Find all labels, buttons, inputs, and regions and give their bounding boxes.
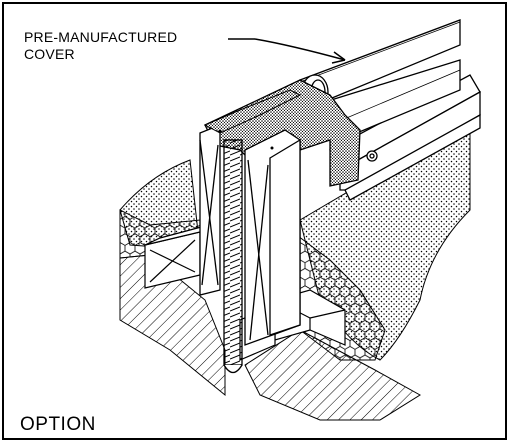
ground-hatch-bottom [244,329,421,421]
callout-line-2: COVER [24,46,75,62]
coping-rail [329,74,481,201]
callout-line-1: PRE-MANUFACTURED [24,29,178,45]
drawing-frame [2,2,507,440]
callout-arrow [228,38,346,64]
option-label: OPTION [20,414,96,435]
coiled-conduit [223,139,243,374]
callout-label: PRE-MANUFACTURED COVER [24,29,177,63]
footing-blocks [144,224,346,361]
wall-right [244,129,301,346]
wall-top [203,89,302,134]
wall-left [199,124,221,296]
